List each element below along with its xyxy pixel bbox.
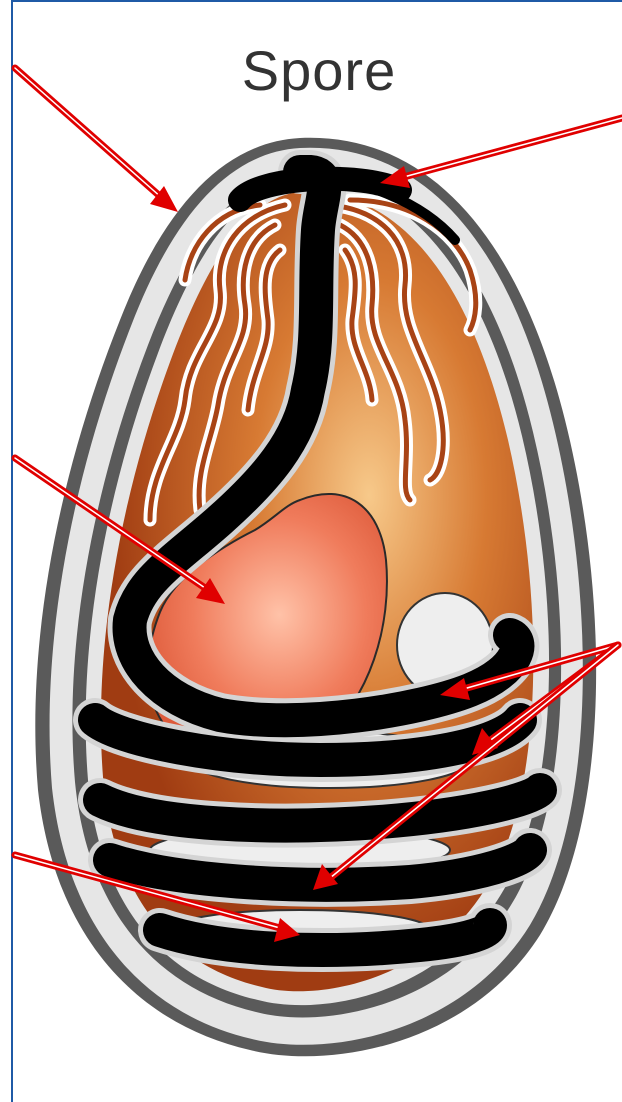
diagram-title: Spore: [8, 38, 622, 103]
